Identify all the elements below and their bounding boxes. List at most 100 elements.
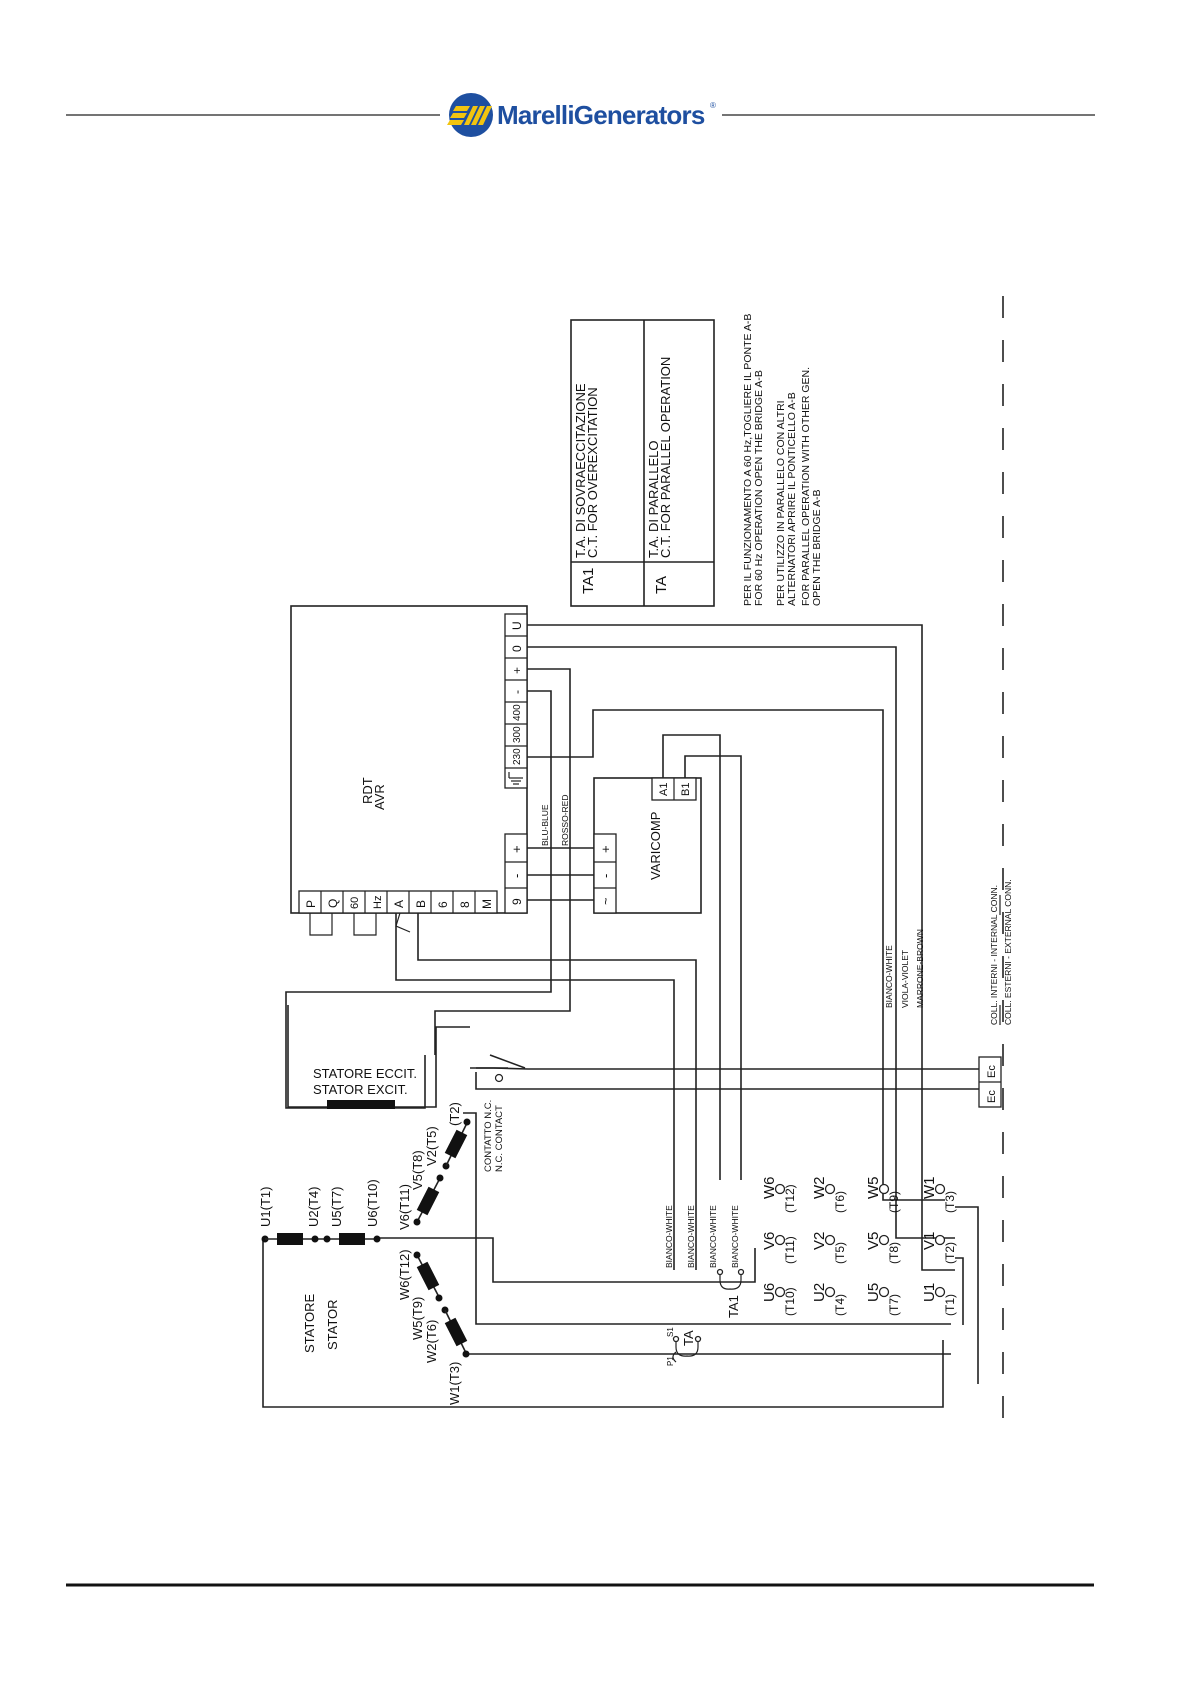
output-terminal-w6: W6(T12)	[761, 1177, 797, 1214]
output-terminal-v6: V6(T11)	[761, 1232, 797, 1264]
terminal-name: U5	[865, 1283, 882, 1302]
terminal-tag: (T11)	[783, 1236, 797, 1264]
terminal-stud-icon	[934, 1183, 946, 1195]
terminal-stud-icon	[774, 1183, 786, 1195]
terminal-tag: (T12)	[783, 1184, 797, 1213]
output-terminal-w5: W5(T9)	[865, 1177, 901, 1214]
terminal-stud-icon	[824, 1183, 836, 1195]
varicomp-plus: +	[598, 845, 613, 853]
registered-mark: ®	[710, 101, 716, 110]
avr-control-terminal-strip: P Q 60 Hz A B 6 8 M	[298, 890, 498, 914]
terminal-ec-2: Ec	[986, 1090, 998, 1103]
wire-a-ta	[395, 913, 675, 1270]
label-white-ta1-2: BIANCO-WHITE	[730, 1205, 740, 1268]
legend-code-ta1: TA1	[580, 568, 597, 594]
terminal-stud-icon	[878, 1286, 890, 1298]
terminal-6: 6	[436, 901, 450, 908]
label-violet: VIOLA-VIOLET	[900, 950, 910, 1008]
avr-title-avr: AVR	[372, 784, 387, 810]
output-terminal-u2: U2(T4)	[811, 1283, 847, 1316]
terminal-stud-icon	[934, 1286, 946, 1298]
terminal-name: V2	[811, 1232, 828, 1250]
terminal-300: 300	[512, 726, 523, 743]
wiring	[262, 624, 984, 1408]
output-terminal-board: U6(T10)V6(T11)W6(T12)U2(T4)V2(T5)W2(T6)U…	[761, 1177, 957, 1317]
varicomp-label: VARICOMP	[648, 812, 663, 880]
terminal-stud-icon	[824, 1234, 836, 1246]
exciter-coil-icon	[327, 1100, 395, 1109]
wire-a1-ta1	[662, 734, 721, 1180]
ct-ta1: TA1	[716, 1268, 745, 1318]
terminal-minus: -	[510, 690, 524, 694]
terminal-0: 0	[510, 645, 524, 652]
terminal-tag: (T10)	[783, 1287, 797, 1316]
terminal-stud-icon	[824, 1286, 836, 1298]
varicomp-ac: ~	[598, 897, 613, 905]
note-line: OPEN THE BRIDGE A-B	[811, 490, 823, 607]
wire-u6-ta1	[375, 1237, 756, 1283]
label-v6-t11: V6(T11)	[397, 1184, 412, 1230]
ground-icon	[508, 772, 523, 785]
wire-b1-ta1	[684, 755, 742, 1180]
contact-marker-icon	[494, 1073, 504, 1083]
label-u6-t10: U6(T10)	[365, 1179, 380, 1227]
operation-notes: PER IL FUNZIONAMENTO A 60 Hz,TOGLIERE IL…	[742, 314, 823, 606]
terminal-name: W5	[865, 1177, 882, 1200]
terminal-tag: (T8)	[887, 1242, 901, 1264]
terminal-name: U6	[761, 1283, 778, 1302]
wire-exc-ec1	[475, 1072, 984, 1090]
legend-desc-ta1-it: T.A. DI SOVRAECCITAZIONE	[573, 383, 588, 558]
terminal-name: V5	[865, 1232, 882, 1250]
terminal-tag: (T4)	[833, 1294, 847, 1316]
label-v2-t5: V2(T5)	[424, 1126, 439, 1166]
terminal-tag: (T2)	[943, 1242, 957, 1264]
avr-regulator: RDT AVR U 0 + - 400 300 230	[290, 605, 528, 936]
avr-box	[290, 605, 528, 914]
label-u1-t1: U1(T1)	[258, 1187, 273, 1227]
label-w5-t9: W5(T9)	[410, 1297, 425, 1340]
terminal-m: M	[480, 899, 494, 909]
label-red: ROSSO-RED	[560, 795, 570, 846]
aux-terminal-plus: +	[509, 845, 524, 853]
wire-b-ta	[417, 913, 697, 1270]
avr-aux-terminal-strip: + - 9	[504, 833, 528, 914]
terminal-a: A	[392, 900, 406, 908]
terminal-stud-icon	[934, 1234, 946, 1246]
terminal-tag: (T3)	[943, 1191, 957, 1213]
output-terminal-u1: U1(T1)	[921, 1283, 957, 1316]
legend-desc-ta-it: T.A. DI PARALLELO	[646, 440, 661, 558]
aux-terminal-minus: -	[509, 874, 524, 878]
terminal-plus: +	[510, 667, 524, 674]
label-w2-t6: W2(T6)	[424, 1320, 439, 1363]
note-line: FOR PARALLEL OPERATION WITH OTHER GEN.	[800, 367, 812, 606]
ct-p1-label: P1	[666, 1356, 675, 1366]
terminal-hz: Hz	[372, 896, 384, 909]
label-white-ta1-1: BIANCO-WHITE	[708, 1205, 718, 1268]
terminal-400: 400	[512, 704, 523, 721]
output-terminal-w2: W2(T6)	[811, 1177, 847, 1214]
terminal-q: Q	[326, 899, 340, 908]
terminal-60: 60	[349, 897, 361, 909]
exciter-stator: STATORE ECCIT. STATOR EXCIT.	[287, 1005, 470, 1109]
label-white-avr: BIANCO-WHITE	[884, 945, 894, 1008]
varicomp-minus: -	[598, 874, 613, 878]
brand-logo: MarelliGenerators ®	[447, 93, 716, 137]
note-line: PER UTILIZZO IN PARALLELO CON ALTRI	[775, 400, 787, 606]
internal-conn-label: COLL. INTERNI - INTERNAL CONN.	[989, 885, 999, 1025]
terminal-name: V1	[921, 1232, 938, 1250]
exciter-label-en: STATOR EXCIT.	[313, 1082, 408, 1097]
output-terminal-v5: V5 (T8)	[865, 1232, 901, 1264]
stator-label-it: STATORE	[302, 1293, 317, 1353]
label-u5-t7: U5(T7)	[329, 1187, 344, 1227]
coil-w-branch	[413, 1251, 470, 1358]
terminal-tag: (T1)	[943, 1294, 957, 1316]
terminal-b: B	[414, 900, 428, 908]
bridge-p-q	[309, 913, 333, 936]
legend-desc-ta-en: C.T. FOR PARALLEL OPERATION	[658, 357, 673, 558]
terminal-ec-1: Ec	[986, 1065, 998, 1078]
terminal-name: W2	[811, 1177, 828, 1200]
terminal-stud-icon	[774, 1286, 786, 1298]
label-white-ta-1: BIANCO-WHITE	[664, 1205, 674, 1268]
